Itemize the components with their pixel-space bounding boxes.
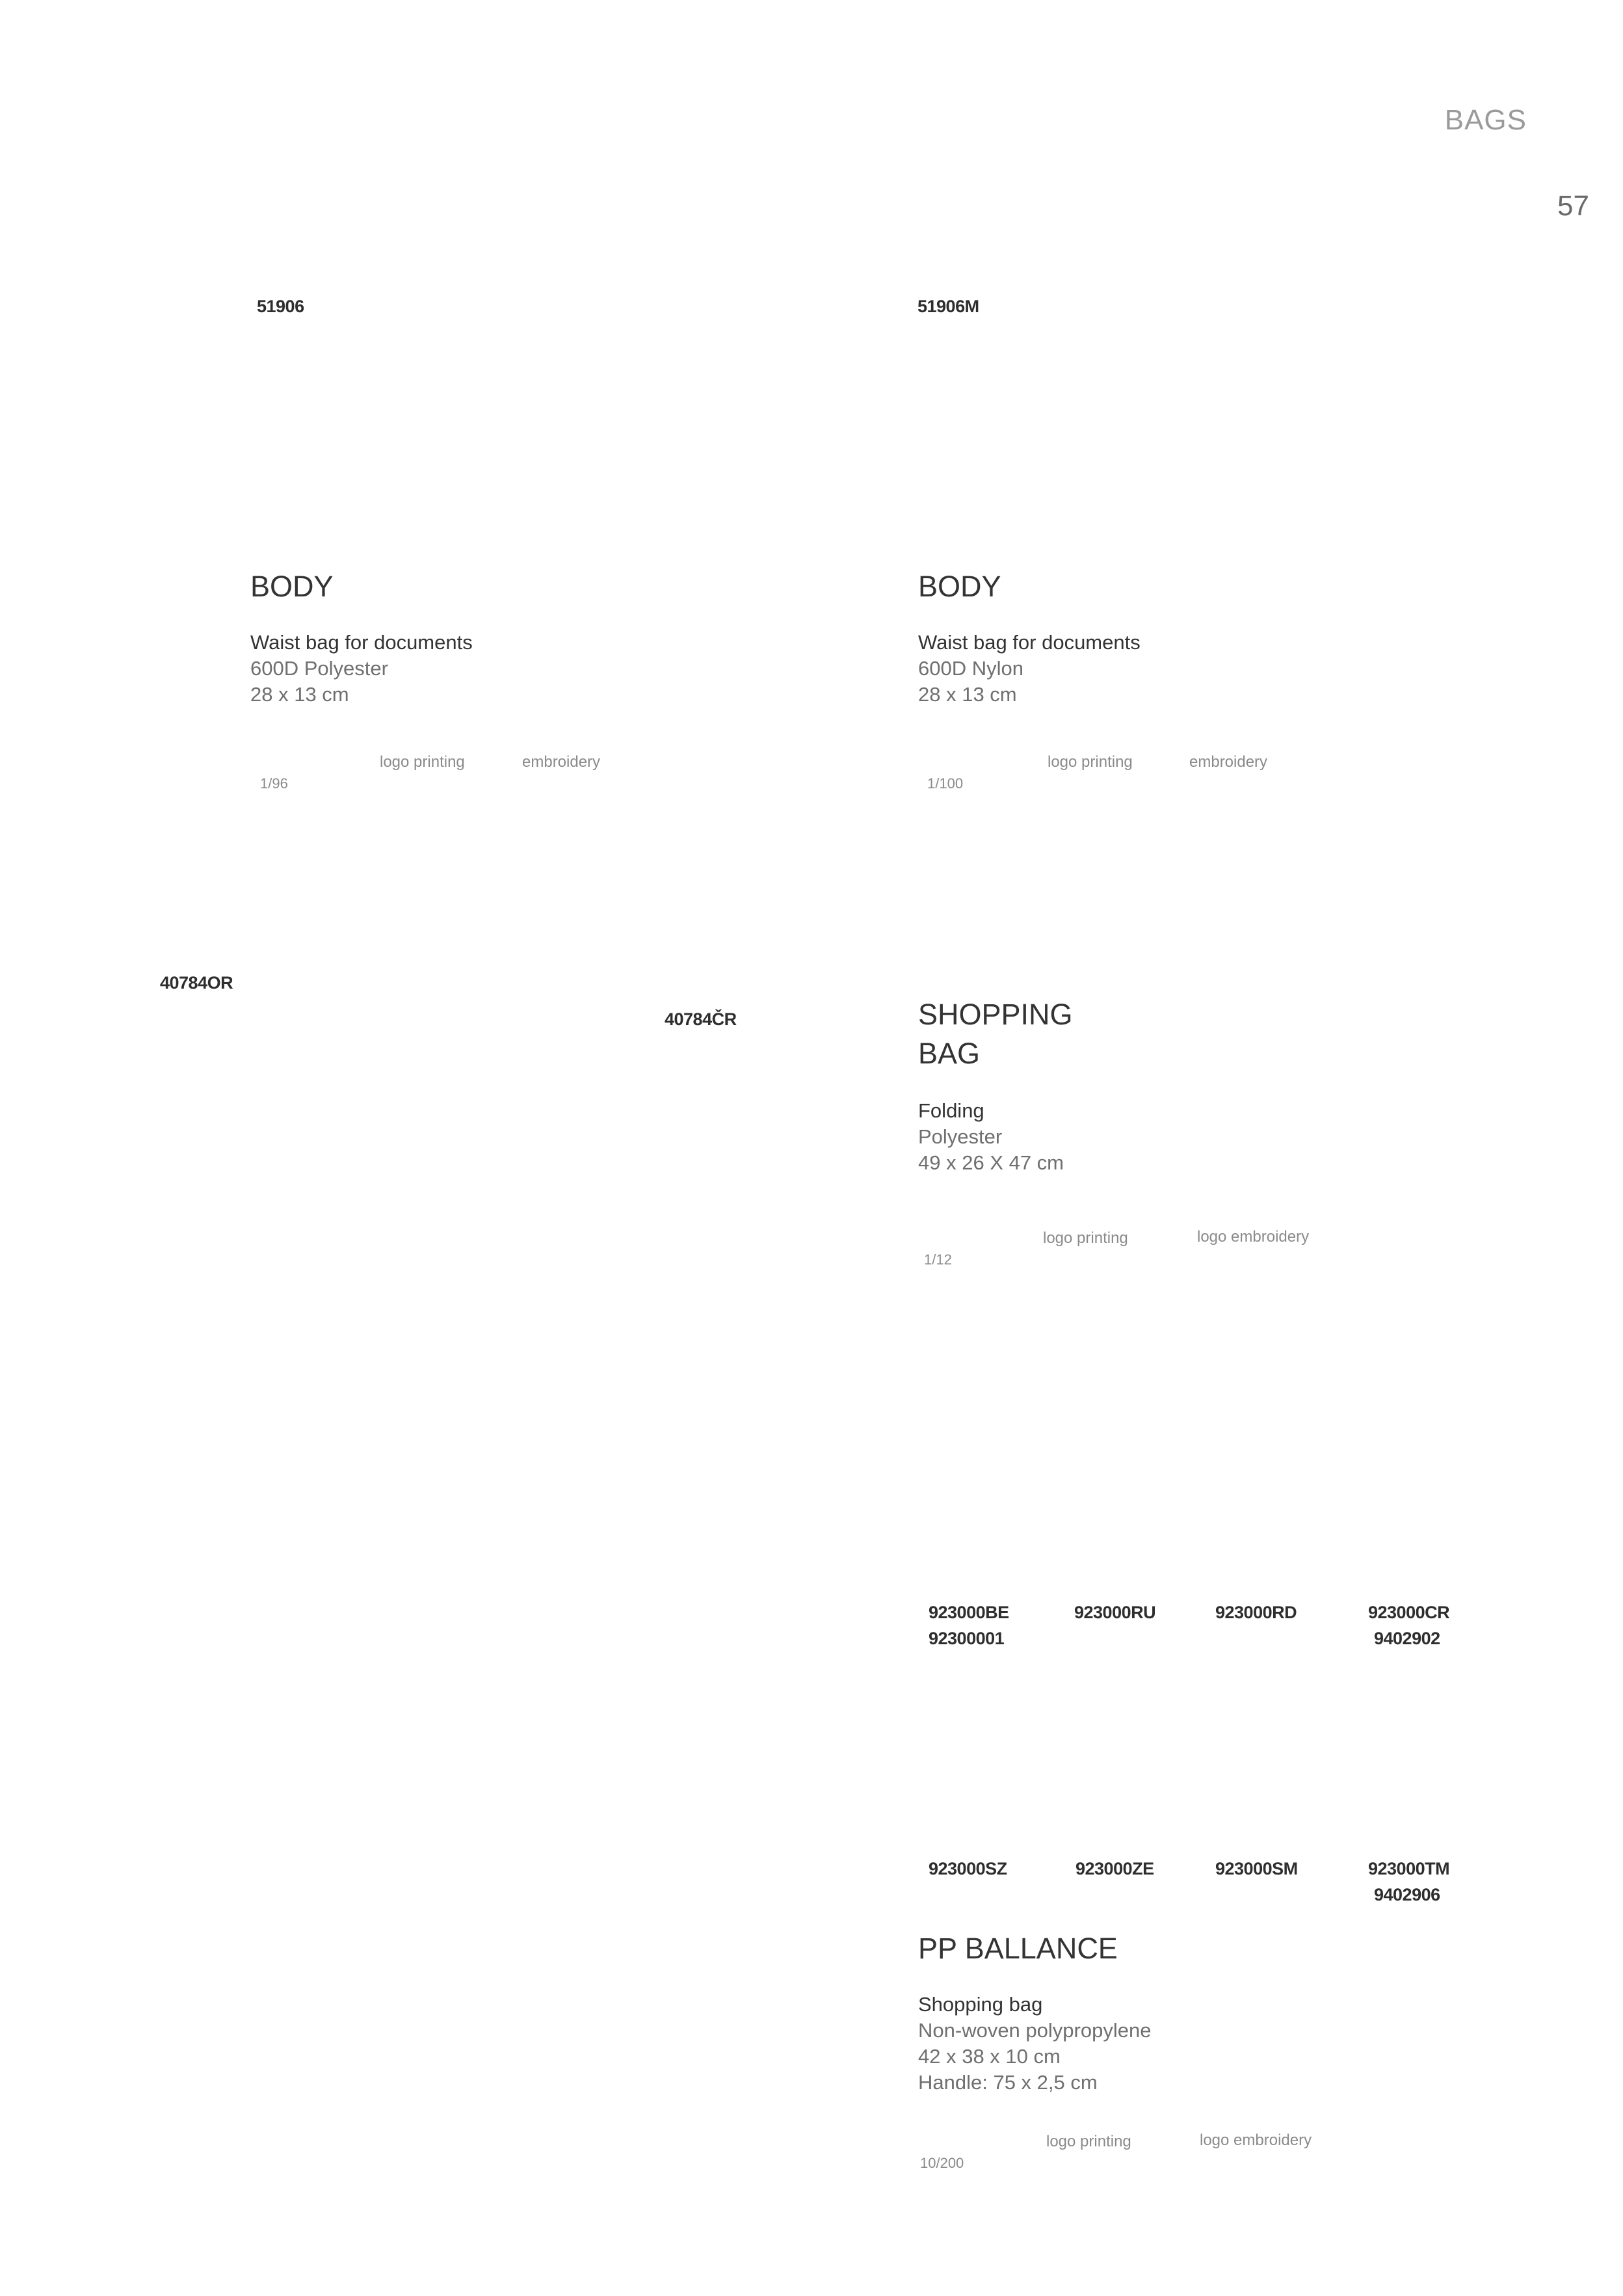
- product-title-line-2: BAG: [918, 1037, 981, 1071]
- variant-code: 923000BE: [929, 1603, 1009, 1622]
- branding-logo-printing: logo printing: [380, 753, 465, 771]
- product-subtitle: Folding: [918, 1099, 984, 1122]
- product-material: Polyester: [918, 1125, 1003, 1148]
- product-material: Non-woven polypropylene: [918, 2019, 1152, 2042]
- product-size: 28 x 13 cm: [918, 683, 1017, 706]
- product-details: Shopping bag Non-woven polypropylene 42 …: [918, 1992, 1151, 2096]
- product-details: Waist bag for documents 600D Nylon 28 x …: [918, 630, 1141, 708]
- product-code: 51906: [257, 297, 304, 316]
- product-title: SHOPPING BAG: [918, 995, 1073, 1074]
- branding-logo-printing: logo printing: [1046, 2133, 1131, 2150]
- branding-logo-printing: logo printing: [1043, 1229, 1128, 1247]
- branding-embroidery: embroidery: [522, 753, 601, 771]
- product-material: 600D Polyester: [250, 657, 388, 680]
- product-title: BODY: [918, 570, 1001, 603]
- product-material: 600D Nylon: [918, 657, 1023, 680]
- product-handle: Handle: 75 x 2,5 cm: [918, 2071, 1098, 2094]
- product-size: 42 x 38 x 10 cm: [918, 2045, 1061, 2068]
- product-subtitle: Waist bag for documents: [918, 631, 1141, 654]
- variant-subcode: 92300001: [929, 1629, 1005, 1648]
- variant-code: 923000SM: [1215, 1859, 1298, 1878]
- product-details: Waist bag for documents 600D Polyester 2…: [250, 630, 473, 708]
- branding-logo-printing: logo printing: [1048, 753, 1133, 771]
- product-title: PP BALLANCE: [918, 1932, 1118, 1965]
- product-subtitle: Shopping bag: [918, 1993, 1043, 2016]
- variant-subcode: 9402902: [1374, 1629, 1440, 1648]
- packaging-quantity: 1/96: [260, 775, 288, 792]
- product-size: 28 x 13 cm: [250, 683, 349, 706]
- product-code-red: 40784ČR: [665, 1009, 737, 1029]
- variant-code: 923000CR: [1368, 1603, 1450, 1622]
- product-code-orange: 40784OR: [160, 973, 233, 993]
- variant-code: 923000ZE: [1075, 1859, 1154, 1878]
- variant-subcode: 9402906: [1374, 1885, 1440, 1904]
- packaging-quantity: 1/100: [927, 775, 964, 792]
- section-title: BAGS: [1444, 104, 1527, 136]
- branding-logo-embroidery: logo embroidery: [1197, 1228, 1310, 1246]
- packaging-quantity: 1/12: [924, 1251, 952, 1268]
- packaging-quantity: 10/200: [920, 2155, 964, 2171]
- product-title-line-1: SHOPPING: [918, 998, 1073, 1031]
- variant-code: 923000RD: [1215, 1603, 1297, 1622]
- branding-embroidery: embroidery: [1189, 753, 1268, 771]
- product-subtitle: Waist bag for documents: [250, 631, 473, 654]
- page-number: 57: [1557, 190, 1589, 222]
- product-title: BODY: [250, 570, 334, 603]
- variant-code: 923000SZ: [929, 1859, 1007, 1878]
- product-code: 51906M: [917, 297, 979, 316]
- variant-code: 923000RU: [1074, 1603, 1156, 1622]
- branding-logo-embroidery: logo embroidery: [1200, 2131, 1312, 2149]
- product-details: Folding Polyester 49 x 26 X 47 cm: [918, 1098, 1064, 1176]
- product-size: 49 x 26 X 47 cm: [918, 1151, 1064, 1174]
- variant-code: 923000TM: [1368, 1859, 1450, 1878]
